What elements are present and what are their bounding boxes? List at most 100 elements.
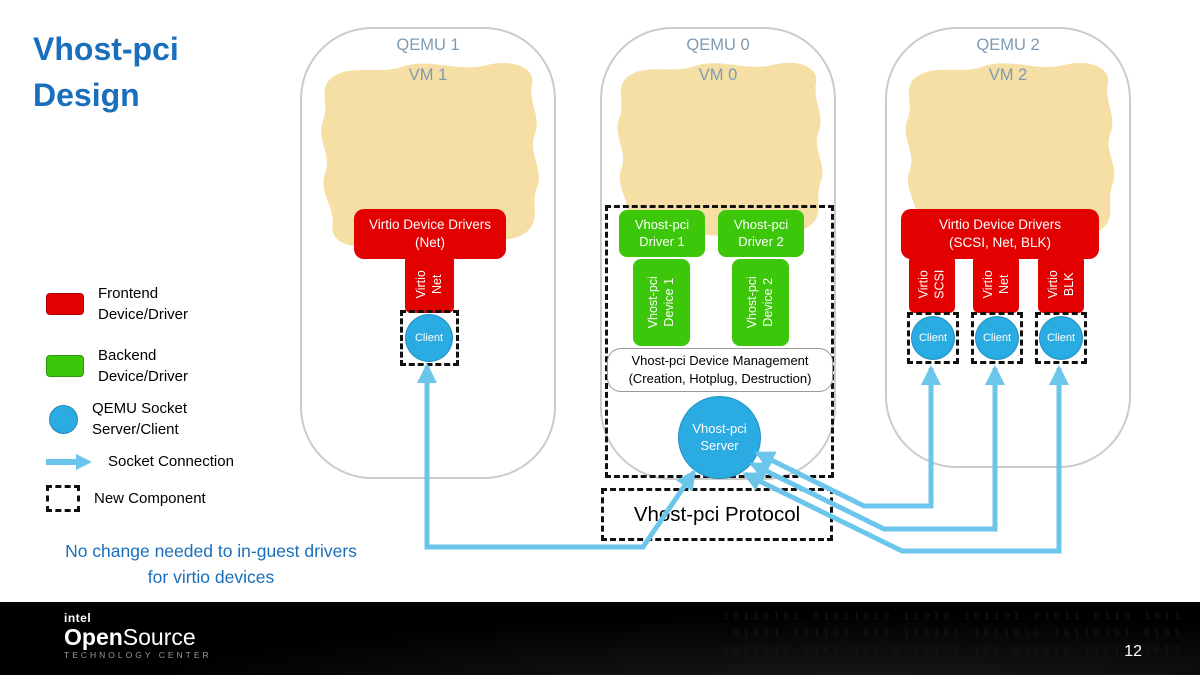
frontend-swatch bbox=[46, 293, 84, 315]
page-title-line2: Design bbox=[33, 77, 140, 114]
legend-item-frontend: Frontend Device/Driver bbox=[46, 283, 188, 325]
vdev-label-line: Net bbox=[430, 274, 445, 294]
virtio-scsi-device-label: Virtio SCSI bbox=[916, 269, 949, 298]
frontend-label-line: Virtio Device Drivers bbox=[938, 216, 1062, 232]
note-line1: No change needed to in-guest drivers bbox=[65, 541, 357, 561]
vhost-pci-device-1-label: Vhost-pci Device 1 bbox=[645, 276, 678, 328]
vdev-label-line: Device 2 bbox=[761, 278, 776, 327]
vhost-pci-driver-2: Vhost-pci Driver 2 bbox=[718, 210, 804, 257]
binary-pattern-decoration: 10110101 01011010 11010 101101 01011 011… bbox=[723, 611, 1184, 656]
legend-label-line: Frontend bbox=[98, 285, 159, 302]
virtio-net-device-2-label: Virtio Net bbox=[980, 270, 1013, 298]
backend-swatch bbox=[46, 355, 84, 377]
vdev-label-line: BLK bbox=[1061, 272, 1076, 296]
vdev-label-line: Virtio bbox=[414, 269, 429, 299]
virtio-net-device: Virtio Net bbox=[405, 255, 454, 313]
vhost-pci-device-2: Vhost-pci Device 2 bbox=[732, 259, 789, 346]
vhost-pci-protocol-box: Vhost-pci Protocol bbox=[601, 488, 833, 541]
vhost-pci-device-2-label: Vhost-pci Device 2 bbox=[744, 276, 777, 328]
vdev-label-line: Virtio bbox=[1045, 269, 1060, 299]
vm2-label: VM 2 bbox=[988, 66, 1028, 84]
driver-label-line: Driver 1 bbox=[639, 233, 685, 249]
legend-label: New Component bbox=[94, 488, 206, 509]
server-label-line: Server bbox=[700, 437, 739, 453]
legend-label: Backend Device/Driver bbox=[98, 345, 188, 387]
page-number: 12 bbox=[1124, 643, 1142, 660]
vdev-label-line: Virtio bbox=[980, 269, 995, 299]
vdev-label-line: Net bbox=[996, 274, 1011, 294]
vdev-label-line: Vhost-pci bbox=[646, 276, 661, 329]
note-line2: for virtio devices bbox=[147, 567, 275, 588]
vm2-cloud bbox=[905, 62, 1115, 243]
virtio-net-device-label: Virtio Net bbox=[413, 270, 446, 298]
technology-center-text: TECHNOLOGY CENTER bbox=[64, 650, 212, 661]
legend-label: Frontend Device/Driver bbox=[98, 283, 188, 325]
qemu2-socket-client-blk: Client bbox=[1039, 316, 1083, 360]
new-component-swatch bbox=[46, 485, 80, 512]
legend-label-line: New Component bbox=[94, 490, 206, 507]
qemu0-label: QEMU 0 bbox=[686, 36, 750, 54]
vdev-label-line: Virtio bbox=[916, 269, 931, 299]
legend-label-line: Device/Driver bbox=[98, 306, 189, 323]
legend-label-line: Socket Connection bbox=[108, 453, 234, 470]
opensource-logo-light: Source bbox=[122, 624, 196, 650]
qemu1-label: QEMU 1 bbox=[396, 36, 460, 54]
frontend-label-line: (Net) bbox=[415, 235, 445, 250]
device-management-box: Vhost-pci Device Management (Creation, H… bbox=[607, 348, 833, 392]
driver-label-line: Driver 2 bbox=[738, 233, 784, 249]
vm1-cloud bbox=[321, 63, 539, 247]
qemu0-container: QEMU 0 VM 0 Vhost-pci Driver 1 Vhost-pci… bbox=[600, 27, 836, 480]
legend-label: QEMU Socket Server/Client bbox=[92, 398, 187, 440]
virtio-net-device-2: Virtio Net bbox=[973, 255, 1019, 313]
intel-logo-text: intel bbox=[64, 611, 92, 625]
qemu2-socket-client-net: Client bbox=[975, 316, 1019, 360]
legend-label-line: Backend bbox=[98, 347, 157, 364]
server-label-line: Vhost-pci bbox=[692, 420, 747, 436]
note-text: No change needed to in-guest drivers for… bbox=[12, 538, 410, 591]
legend-item-connection: Socket Connection bbox=[46, 451, 234, 472]
management-label-line: Vhost-pci Device Management bbox=[631, 353, 809, 369]
legend-item-backend: Backend Device/Driver bbox=[46, 345, 188, 387]
virtio-blk-device: Virtio BLK bbox=[1038, 255, 1084, 313]
vhost-pci-driver-1: Vhost-pci Driver 1 bbox=[619, 210, 705, 257]
driver-label-line: Vhost-pci bbox=[634, 216, 690, 232]
opensource-logo-text: OpenSource bbox=[64, 625, 212, 649]
opensource-logo-bold: Open bbox=[64, 624, 123, 650]
new-component-box-client-scsi bbox=[907, 312, 959, 364]
legend-label-line: Device/Driver bbox=[98, 368, 189, 385]
vdev-label-line: Device 1 bbox=[662, 278, 677, 327]
socket-swatch bbox=[49, 404, 78, 434]
virtio-device-drivers-net: Virtio Device Drivers (Net) bbox=[354, 209, 506, 259]
vdev-label-line: Vhost-pci bbox=[745, 276, 760, 329]
management-label-line: (Creation, Hotplug, Destruction) bbox=[628, 371, 812, 386]
new-component-box-client-net bbox=[971, 312, 1023, 364]
qemu2-socket-client-scsi: Client bbox=[911, 316, 955, 360]
virtio-scsi-device: Virtio SCSI bbox=[909, 255, 955, 313]
arrow-swatch-icon bbox=[46, 453, 92, 470]
qemu2-container: QEMU 2 VM 2 Virtio Device Drivers (SCSI,… bbox=[885, 27, 1131, 468]
legend-label: Socket Connection bbox=[108, 451, 234, 472]
qemu1-container: QEMU 1 VM 1 Virtio Device Drivers (Net) … bbox=[300, 27, 556, 479]
virtio-blk-device-label: Virtio BLK bbox=[1045, 270, 1078, 298]
page-title-line1: Vhost-pci bbox=[33, 31, 179, 67]
vm0-cloud bbox=[617, 62, 823, 239]
driver-label-line: Vhost-pci bbox=[733, 216, 789, 232]
frontend-label-line: Virtio Device Drivers bbox=[368, 216, 492, 232]
vhost-pci-device-1: Vhost-pci Device 1 bbox=[633, 259, 690, 346]
frontend-label-line: (SCSI, Net, BLK) bbox=[948, 235, 1052, 250]
legend-label-line: Server/Client bbox=[92, 421, 179, 438]
legend-label-line: QEMU Socket bbox=[92, 400, 188, 417]
legend-item-socket: QEMU Socket Server/Client bbox=[46, 398, 187, 440]
vhost-pci-server: Vhost-pci Server bbox=[678, 396, 761, 479]
vm0-label: VM 0 bbox=[698, 66, 738, 84]
footer-bar: 10110101 01011010 11010 101101 01011 011… bbox=[0, 602, 1200, 675]
new-component-box-client-blk bbox=[1035, 312, 1087, 364]
page-title: Vhost-pci Design bbox=[33, 26, 179, 119]
qemu1-socket-client: Client bbox=[405, 314, 453, 362]
legend-item-new-component: New Component bbox=[46, 485, 206, 512]
virtio-device-drivers-multi: Virtio Device Drivers (SCSI, Net, BLK) bbox=[901, 209, 1099, 259]
protocol-label: Vhost-pci Protocol bbox=[633, 502, 801, 526]
qemu2-label: QEMU 2 bbox=[976, 36, 1040, 54]
intel-opensource-logo: intel OpenSource TECHNOLOGY CENTER bbox=[64, 611, 212, 660]
vm1-label: VM 1 bbox=[408, 66, 448, 84]
